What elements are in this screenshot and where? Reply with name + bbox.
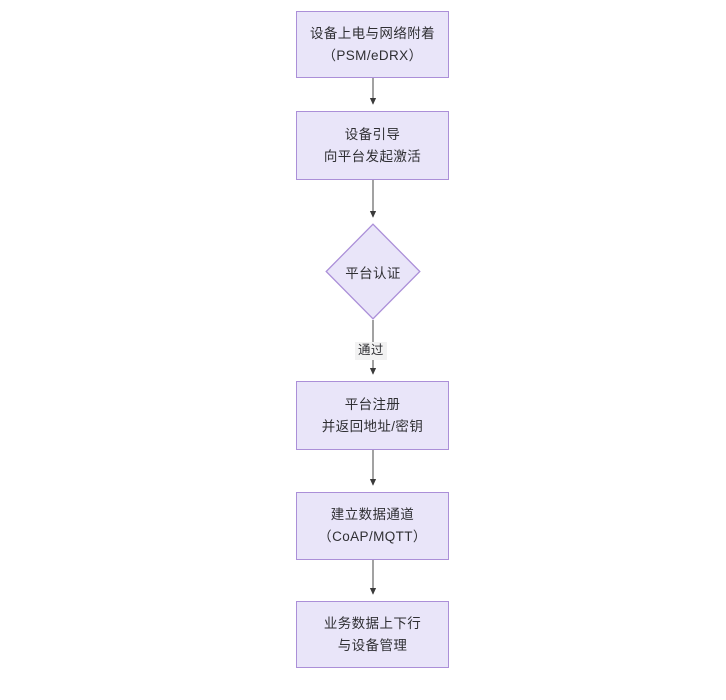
node-platform-register[interactable]: 平台注册 并返回地址/密钥	[296, 381, 449, 450]
node-power-on-text: 设备上电与网络附着 （PSM/eDRX）	[310, 23, 435, 67]
node-power-on[interactable]: 设备上电与网络附着 （PSM/eDRX）	[296, 11, 449, 78]
node-data-channel-text: 建立数据通道 （CoAP/MQTT）	[318, 504, 427, 548]
node-data-channel-line2: （CoAP/MQTT）	[318, 529, 427, 544]
node-power-on-line1: 设备上电与网络附着	[309, 25, 436, 41]
node-bootstrap[interactable]: 设备引导 向平台发起激活	[296, 111, 449, 180]
edge-label-pass: 通过	[355, 342, 387, 360]
node-bootstrap-text: 设备引导 向平台发起激活	[324, 124, 421, 168]
node-platform-auth-label: 平台认证	[345, 265, 401, 281]
node-bootstrap-line1: 设备引导	[344, 126, 401, 142]
node-data-channel-line1: 建立数据通道	[330, 507, 415, 523]
node-data-channel[interactable]: 建立数据通道 （CoAP/MQTT）	[296, 492, 449, 560]
node-business-data-text: 业务数据上下行 与设备管理	[324, 613, 421, 657]
diamond-shape	[325, 223, 421, 320]
node-business-data-line2: 与设备管理	[337, 637, 408, 653]
node-power-on-line2: （PSM/eDRX）	[322, 47, 423, 63]
node-business-data-line1: 业务数据上下行	[323, 615, 422, 631]
node-bootstrap-line2: 向平台发起激活	[323, 148, 422, 164]
node-platform-register-text: 平台注册 并返回地址/密钥	[322, 394, 423, 438]
node-platform-register-line1: 平台注册	[344, 396, 401, 412]
node-business-data[interactable]: 业务数据上下行 与设备管理	[296, 601, 449, 668]
node-platform-auth[interactable]: 平台认证	[325, 223, 421, 320]
node-platform-register-line2: 并返回地址/密钥	[321, 418, 424, 434]
